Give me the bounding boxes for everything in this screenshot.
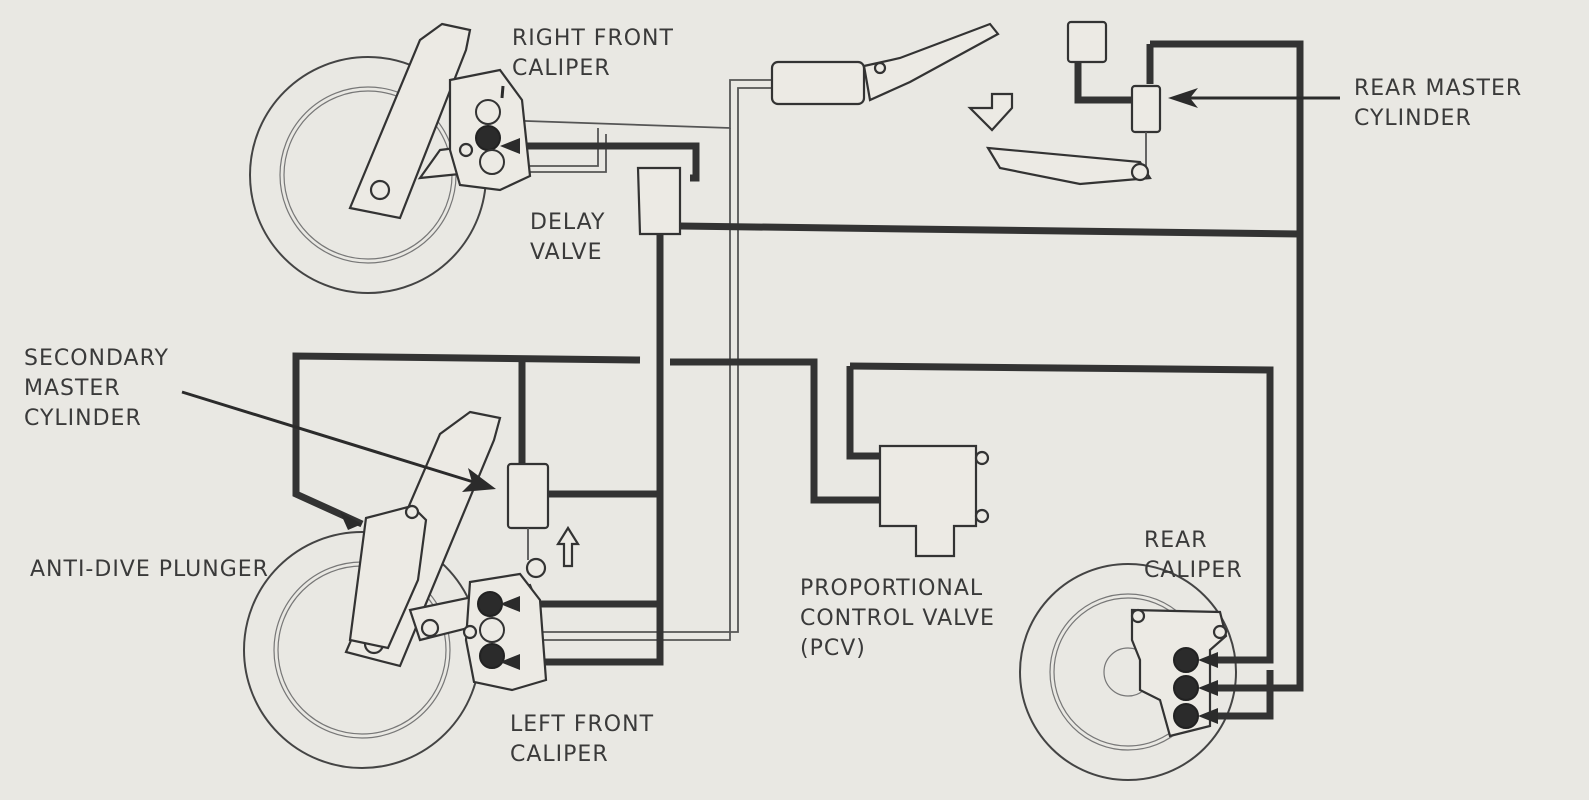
front-master-cylinder <box>770 22 1000 106</box>
arrow-rf-1 <box>500 138 520 154</box>
plunger-up-arrow-icon <box>556 525 580 568</box>
label-left-front-caliper: LEFT FRONT CALIPER <box>510 712 655 767</box>
rear-caliper <box>1130 608 1228 738</box>
label-delay-valve: DELAY VALVE <box>530 210 606 265</box>
caliper-flow-arrows <box>340 138 1218 724</box>
label-pointer-arrows <box>181 85 1340 492</box>
anti-dive-plunger-body <box>348 504 428 650</box>
label-rear-caliper: REAR CALIPER <box>1144 528 1243 583</box>
arrow-rear-master-head <box>1168 88 1198 108</box>
right-front-caliper <box>448 68 532 192</box>
arrow-secondary-head <box>462 468 496 492</box>
rear-master-cylinder-body <box>985 20 1162 186</box>
dark-brake-lines <box>292 40 1304 720</box>
arrow-anti-dive <box>340 512 362 530</box>
arrow-rf-pointer <box>500 85 505 99</box>
label-right-front-caliper: RIGHT FRONT CALIPER <box>512 26 674 81</box>
motion-arrows <box>556 92 1014 568</box>
pedal-down-arrow-icon <box>967 92 1014 132</box>
secondary-master-cylinder-body <box>506 462 550 579</box>
label-rear-master-cylinder: REAR MASTER CYLINDER <box>1354 76 1523 131</box>
left-front-caliper <box>462 572 548 692</box>
arrow-lf-2 <box>500 654 520 670</box>
label-anti-dive-plunger: ANTI-DIVE PLUNGER <box>30 557 269 582</box>
label-proportional-control-valve: PROPORTIONAL CONTROL VALVE (PCV) <box>800 576 995 661</box>
delay-valve-body <box>636 166 682 236</box>
arrow-rc-1 <box>1198 652 1218 668</box>
arrow-rc-3 <box>1198 708 1218 724</box>
arrow-lf-1 <box>500 596 520 612</box>
pcv-body <box>878 444 990 558</box>
label-secondary-master-cylinder: SECONDARY MASTER CYLINDER <box>24 346 169 431</box>
arrow-secondary-line <box>181 390 481 486</box>
arrow-rc-2 <box>1198 680 1218 696</box>
